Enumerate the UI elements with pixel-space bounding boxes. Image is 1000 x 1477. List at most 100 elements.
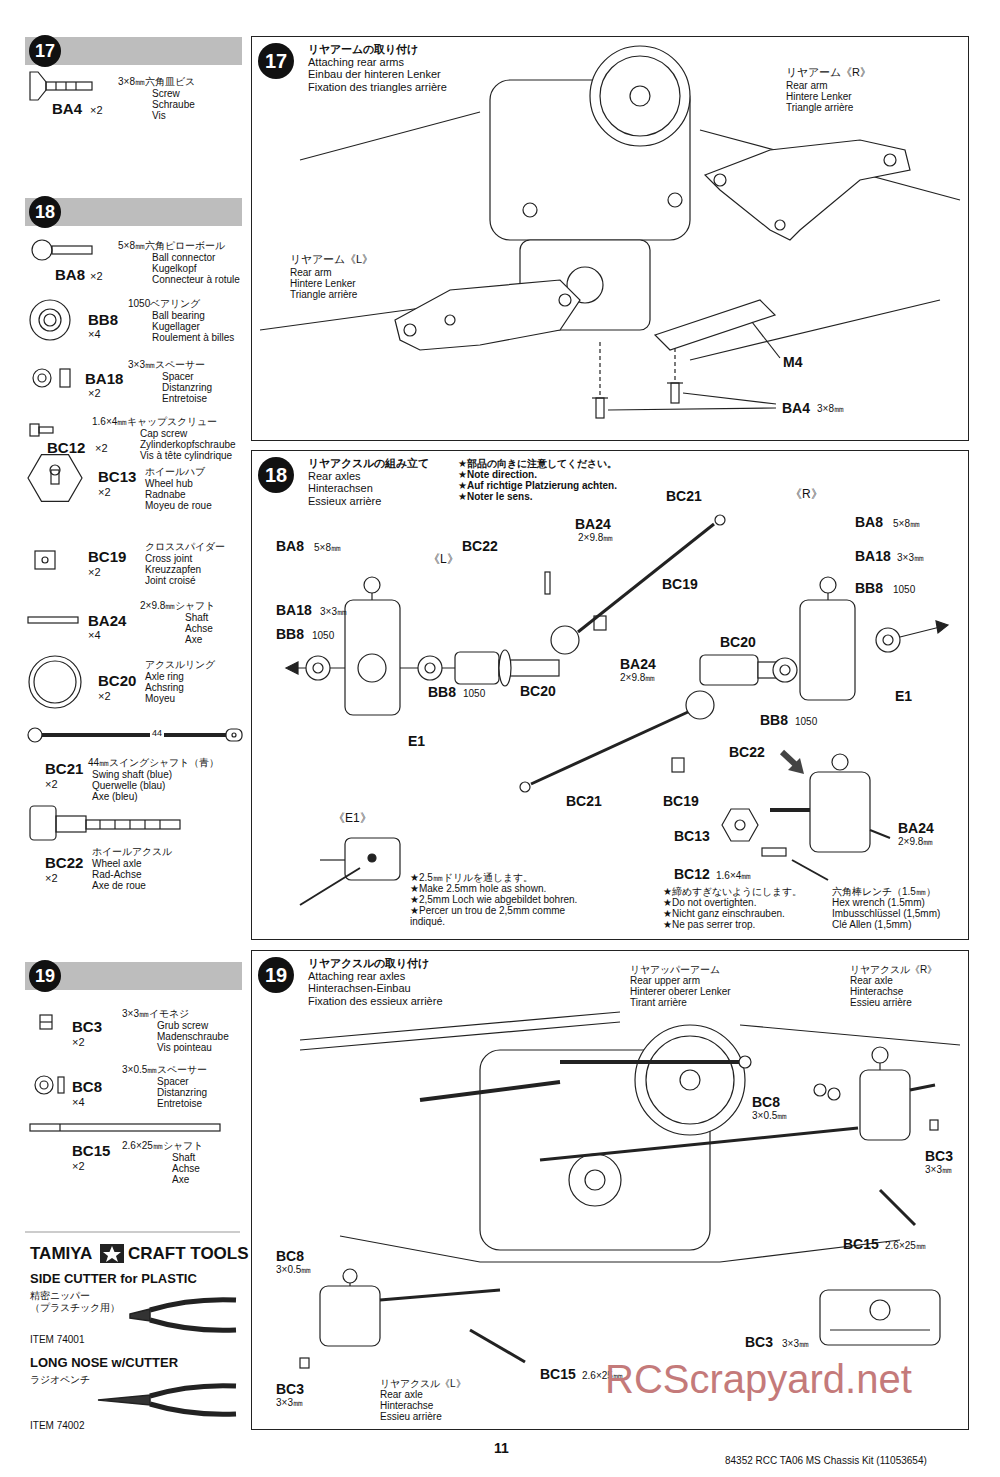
step18-drawing	[773, 658, 797, 682]
title-line: リヤアクスルの取り付け	[308, 957, 443, 970]
watermark: ×2	[88, 387, 101, 400]
watermark: ★Percer un trou de 2,5mm comme	[410, 905, 565, 917]
step17-drawing	[608, 408, 776, 410]
step17-drawing	[674, 345, 675, 380]
part-icon	[28, 455, 82, 502]
watermark: Hex wrench (1.5mm)	[832, 897, 925, 909]
watermark: BA18	[855, 548, 891, 564]
watermark: E1	[895, 688, 912, 704]
step-number: 18	[29, 196, 61, 228]
plier-tool	[150, 1320, 236, 1330]
step19-drawing	[910, 1085, 935, 1090]
step19-drawing	[470, 1330, 525, 1362]
title-line: Attaching rear arms	[308, 56, 447, 69]
watermark: ホイールハブ	[145, 466, 205, 478]
step17-drawing	[596, 398, 604, 418]
step17-drawing	[705, 140, 910, 240]
watermark: Ball bearing	[152, 310, 205, 322]
watermark: BC20	[98, 672, 136, 689]
watermark: 84352 RCC TA06 MS Chassis Kit (11053654)	[725, 1455, 927, 1467]
step18-drawing	[300, 868, 360, 905]
step18-drawing	[358, 654, 386, 682]
watermark: 3×3㎜イモネジ	[122, 1008, 189, 1020]
watermark: Madenschraube	[157, 1031, 229, 1043]
tamiya-logo	[103, 1246, 121, 1262]
step18-drawing	[792, 860, 828, 880]
part-icon	[34, 661, 76, 703]
watermark: ITEM 74002	[30, 1420, 84, 1432]
watermark: BC19	[662, 576, 698, 592]
watermark: ×2	[90, 104, 103, 117]
plier-tool	[150, 1404, 236, 1414]
step18-drawing	[286, 515, 948, 905]
watermark: ×2	[88, 566, 101, 579]
watermark: ★Make 2.5mm hole as shown.	[410, 883, 546, 895]
watermark: 1050	[463, 688, 485, 700]
part-icon	[99, 820, 100, 829]
watermark: BC3	[925, 1148, 953, 1164]
step18-drawing	[672, 758, 684, 772]
watermark: BA8	[276, 538, 304, 554]
watermark: Cap screw	[140, 428, 187, 440]
watermark: BC21	[666, 488, 702, 504]
watermark: 1.6×4㎜キャップスクリュー	[92, 416, 217, 428]
watermark: Hintere Lenker	[786, 91, 852, 103]
watermark: アクスルリング	[145, 659, 215, 671]
step18-drawing	[876, 628, 900, 652]
part-icon	[40, 1081, 48, 1089]
step18-drawing	[499, 650, 511, 686]
watermark: ★Auf richtige Platzierung achten.	[458, 480, 617, 492]
step18-drawing	[551, 626, 579, 654]
step18-drawing	[827, 593, 828, 600]
part-icon	[55, 82, 56, 90]
watermark: Grub screw	[157, 1020, 208, 1032]
watermark: TAMIYA	[30, 1244, 92, 1264]
watermark: 2×9.8㎜シャフト	[140, 600, 215, 612]
watermark: 3×0.5㎜スペーサー	[122, 1064, 207, 1076]
tamiya-logo	[100, 1244, 124, 1263]
watermark: Hintere Lenker	[290, 278, 356, 290]
watermark: Distanzring	[157, 1087, 207, 1099]
watermark: Axe de roue	[92, 880, 146, 892]
step19-drawing	[740, 1025, 960, 1045]
step19-drawing	[380, 1290, 500, 1300]
watermark: BC8	[752, 1094, 780, 1110]
step18-drawing	[780, 665, 790, 675]
watermark: Shaft	[172, 1152, 195, 1164]
watermark: 3×3㎜	[925, 1164, 952, 1176]
watermark: Roulement à billes	[152, 332, 234, 344]
title-line: Rear axles	[308, 470, 429, 483]
separator-line	[25, 1232, 240, 1233]
watermark: BC12	[674, 866, 710, 882]
part-icon	[29, 656, 81, 708]
watermark: Entretoise	[157, 1098, 202, 1110]
watermark: BB8	[760, 712, 788, 728]
watermark: Essieu arrière	[850, 997, 912, 1009]
watermark: Axle ring	[145, 671, 184, 683]
step17-drawing	[404, 324, 416, 336]
watermark: 2×9.8㎜	[898, 836, 933, 848]
part-icon	[38, 374, 46, 382]
watermark: リヤアーム《R》	[786, 66, 871, 79]
step17-drawing	[600, 56, 680, 136]
watermark: リヤアッパーアーム	[630, 964, 720, 976]
watermark: ×4	[72, 1096, 85, 1109]
watermark: ×2	[45, 872, 58, 885]
watermark: ×2	[90, 270, 103, 283]
watermark: BC15	[843, 1236, 879, 1252]
watermark: BB8	[276, 626, 304, 642]
watermark: Achse	[172, 1163, 200, 1175]
step18-drawing	[345, 838, 400, 880]
watermark: Triangle arrière	[290, 289, 357, 301]
step19-drawing	[300, 1022, 620, 1050]
plier-tool	[98, 1395, 150, 1405]
part-icon	[42, 557, 48, 563]
watermark: Axe	[172, 1174, 189, 1186]
part-icon	[39, 427, 53, 433]
part-icon	[86, 820, 180, 829]
step18-drawing	[770, 808, 810, 812]
watermark: 《E1》	[333, 812, 372, 826]
title-line: リヤアームの取り付け	[308, 43, 447, 56]
watermark: LONG NOSE w/CUTTER	[30, 1356, 178, 1371]
